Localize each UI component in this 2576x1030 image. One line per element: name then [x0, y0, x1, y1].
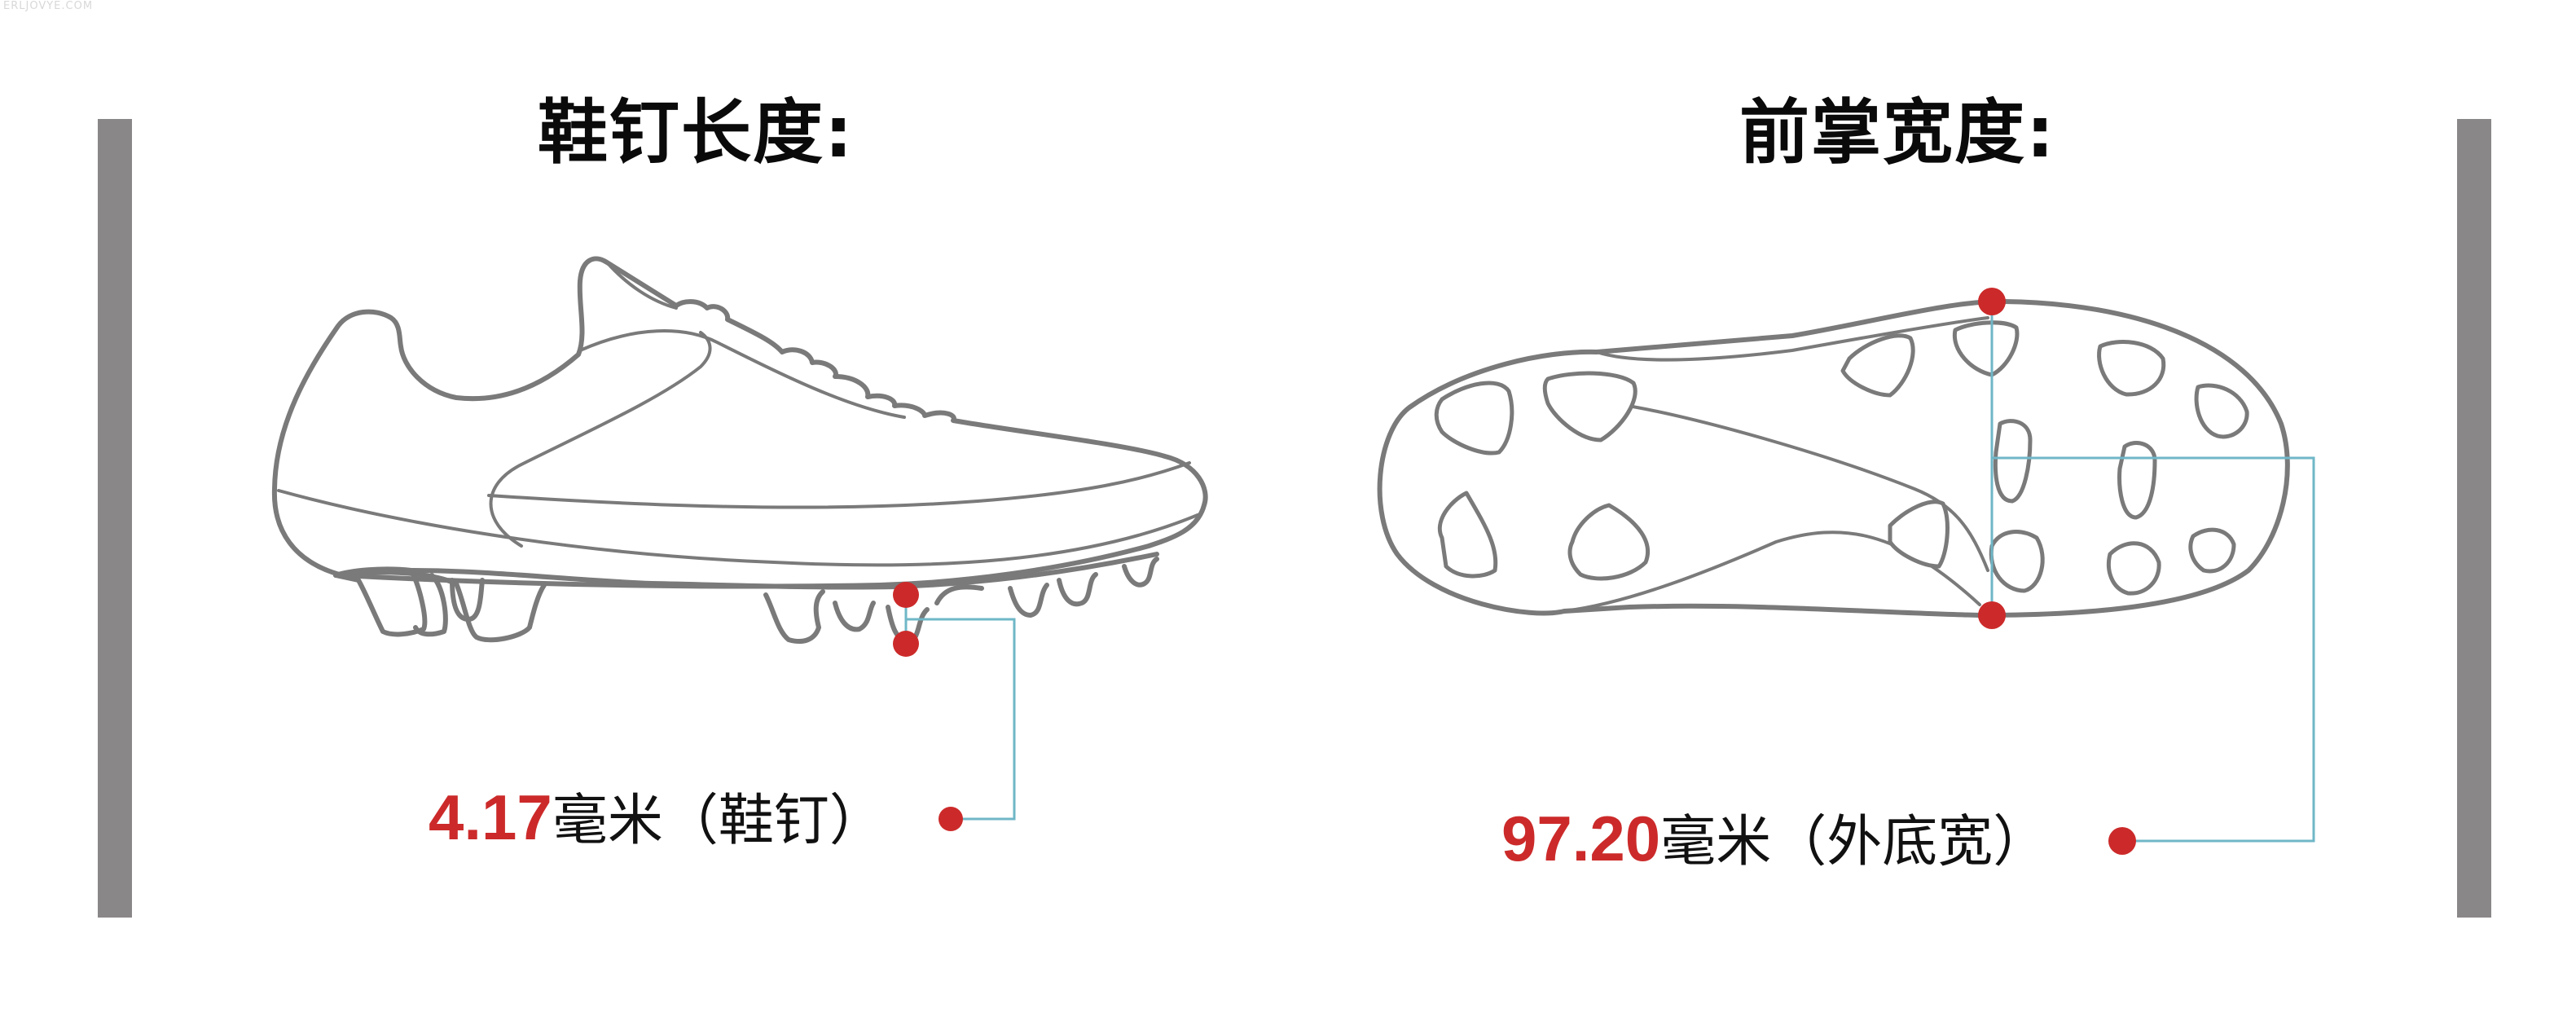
fore-stud-6 [2117, 441, 2157, 520]
boot-stud-3 [454, 581, 547, 643]
forefoot-width-unit: 毫米（外底宽） [1660, 810, 2049, 874]
boot-heel-line [333, 570, 459, 586]
width-leader [1992, 456, 2315, 843]
sole-outer-curve [1595, 316, 1989, 362]
forefoot-width-heading: 前掌宽度: [1739, 92, 2056, 174]
stud-length-heading: 鞋钉长度: [538, 92, 855, 174]
fore-stud-9 [2106, 541, 2161, 596]
width-top-dot [1978, 288, 2006, 315]
boot-sole-strip [409, 552, 1159, 590]
football-boot-side-icon [271, 256, 1208, 831]
stud-length-unit: 毫米（鞋钉） [552, 789, 885, 853]
boot-upper-outline [271, 256, 1208, 589]
boot-stud-7 [934, 584, 984, 605]
fore-stud-10 [2188, 527, 2236, 574]
fore-stud-1 [1840, 333, 1915, 398]
stud-length-value: 4.17 [429, 781, 552, 853]
left-side-bar [98, 119, 132, 918]
boot-tongue-line [605, 261, 678, 310]
boot-lace-line [578, 329, 906, 419]
heel-stud-2 [1542, 371, 1637, 442]
forefoot-width-label: 97.20毫米（外底宽） [1501, 807, 2048, 870]
boot-toe-panel [487, 461, 1191, 509]
boot-stud-1 [413, 573, 448, 637]
boot-stud-8 [1008, 583, 1049, 618]
heel-stud-4 [1567, 503, 1651, 581]
boot-stud-10 [1122, 557, 1159, 588]
sole-midline [1611, 402, 1989, 572]
boot-stud-9 [1057, 572, 1098, 607]
football-boot-sole-icon [1377, 288, 2315, 855]
boot-vamp-line [489, 331, 712, 548]
fore-stud-4 [2194, 383, 2249, 439]
fore-stud-8 [1989, 530, 2045, 593]
width-label-dot [2108, 827, 2136, 855]
heel-stud-3 [1437, 491, 1498, 579]
stud-label-dot [939, 807, 963, 831]
fore-stud-7 [1888, 500, 1950, 569]
fore-stud-2 [1952, 320, 2020, 377]
boot-stud-5 [833, 601, 876, 632]
fore-stud-3 [2097, 340, 2166, 397]
stud-top-dot [893, 582, 919, 608]
stud-length-leader [906, 618, 1016, 821]
stud-length-label: 4.17毫米（鞋钉） [429, 786, 885, 849]
boot-outsole [333, 566, 428, 637]
width-bottom-dot [1978, 601, 2006, 629]
watermark: ERLJOVYE.COM [3, 0, 94, 12]
stud-bottom-dot [893, 631, 919, 657]
fore-stud-5 [1993, 419, 2033, 504]
forefoot-width-value: 97.20 [1501, 803, 1661, 874]
right-side-bar [2457, 119, 2491, 918]
boot-midline [277, 489, 1199, 567]
heel-stud-1 [1434, 381, 1514, 456]
boot-stud-4 [763, 589, 825, 645]
